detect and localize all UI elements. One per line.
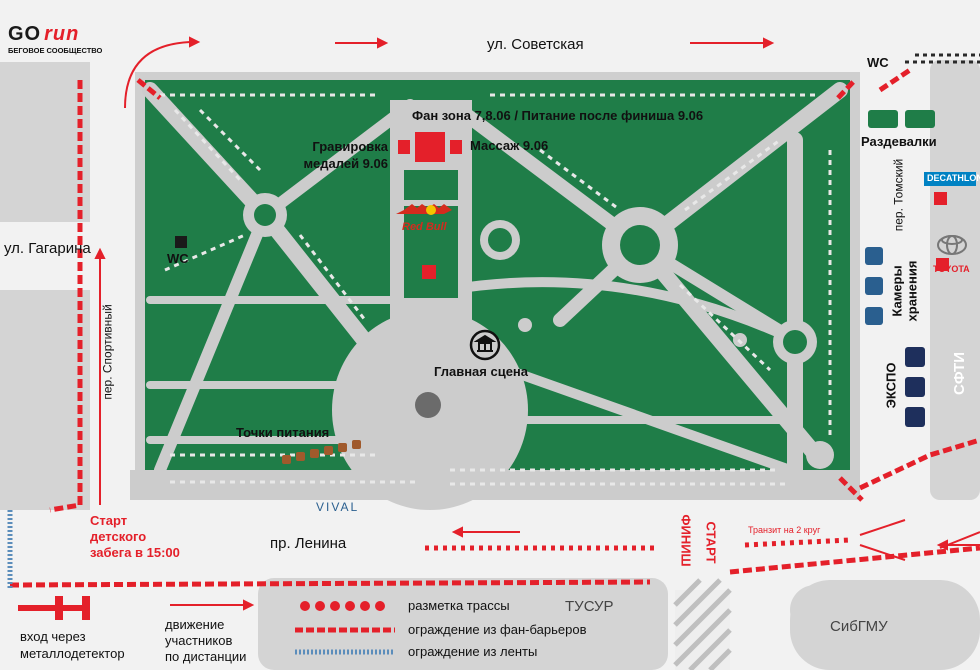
street-lenina: пр. Ленина: [270, 535, 347, 552]
brand-go: GO: [8, 23, 42, 45]
label-redbull: Red Bull: [402, 221, 447, 233]
roundabout-sse: [806, 441, 834, 469]
label-vival: VIVAL: [316, 500, 360, 514]
label-finish: ФИНИШ: [678, 514, 694, 567]
brand-tagline: БЕГОВОЕ СООБЩЕСТВО: [8, 46, 103, 55]
label-fan-zone: Фан зона 7,8.06 / Питание после финиша 9…: [412, 108, 704, 123]
legend-movement: движение участников по дистанции: [165, 617, 247, 664]
block-sfti: [930, 60, 980, 500]
label-sfti: СФТИ: [951, 351, 969, 396]
label-engraving-text: Гравировка медалей 9.06: [303, 139, 388, 171]
decathlon-logo: [924, 172, 976, 186]
park-paths: [142, 82, 848, 488]
legend-metal-detector-icon: [18, 596, 90, 620]
label-decathlon: DECATHLON: [927, 173, 980, 183]
street-sovetskaya: ул. Советская: [487, 36, 584, 53]
legend-metal-detector: вход через металлодетектор: [20, 629, 125, 661]
label-kids-start-text: Старт детского забега в 15:00: [90, 513, 180, 560]
label-toyota: TOYOTA: [933, 264, 970, 274]
museum-icon: [469, 329, 501, 361]
label-wc-east: WC: [867, 55, 889, 70]
stage-center-dot: [415, 392, 441, 418]
storage-icons: [865, 247, 883, 325]
route-markings: [425, 537, 851, 551]
changing-rooms-icons: [868, 110, 935, 128]
fan-barriers: [9, 67, 980, 588]
label-wc-park: WC: [167, 251, 189, 266]
label-engraving: Гравировка медалей 9.06: [300, 138, 388, 172]
legend-ribbon: ограждение из ленты: [408, 644, 538, 659]
block-west: [0, 62, 90, 222]
label-kids-start: Старт детского забега в 15:00: [90, 513, 180, 561]
redbull-point-icon: [422, 265, 436, 279]
label-storage: Камеры хранения: [889, 260, 920, 322]
expo-icons: [905, 347, 925, 427]
street-tomsky: пер. Томский: [891, 158, 906, 232]
label-food-points: Точки питания: [236, 425, 330, 440]
fountain: [488, 228, 512, 252]
legend-fan-barrier: ограждение из фан-барьеров: [408, 622, 587, 637]
redbull-logo: [396, 204, 452, 215]
small-circle-1: [518, 318, 532, 332]
block-west-lower: [0, 290, 90, 510]
legend-movement-arrow: [170, 599, 255, 611]
wc-park-icon: [175, 236, 187, 248]
direction-arrows: [94, 36, 980, 561]
massage-icon: [450, 140, 462, 154]
legend-route: разметка трассы: [408, 598, 510, 613]
label-main-stage: Главная сцена: [434, 364, 529, 379]
central-alley-lawn-mid: [404, 206, 458, 298]
brand-run: run: [44, 23, 80, 45]
food-points-icons: [282, 440, 361, 464]
crosswalk-stripes: [673, 578, 732, 670]
label-transit: Транзит на 2 круг: [748, 525, 821, 535]
label-expo: ЭКСПО: [883, 362, 899, 409]
label-tusur: ТУСУР: [565, 598, 614, 615]
roundabout-west-inner: [254, 204, 276, 226]
legend-route-dots: [300, 601, 385, 611]
engraving-icon: [398, 140, 410, 154]
label-massage: Массаж 9.06: [470, 138, 549, 153]
label-changing-rooms: Раздевалки: [861, 134, 937, 149]
label-start: СТАРТ: [703, 521, 719, 564]
wc-east-icons: [905, 53, 980, 64]
street-sportivny: пер. Спортивный: [100, 304, 115, 400]
block-sibgmu-round: [790, 585, 840, 635]
hedges: [160, 93, 832, 486]
block-tusur: [258, 578, 668, 670]
roundabout-se-inner: [783, 330, 807, 354]
toyota-point-icon: [936, 258, 949, 271]
toyota-logo: [937, 235, 967, 255]
roundabout-east-inner: [620, 225, 660, 265]
decathlon-point-icon: [934, 192, 947, 205]
street-gagarina: ул. Гагарина: [4, 240, 91, 257]
central-alley-lawn-top: [404, 170, 458, 200]
massage-tent-icon: [415, 132, 445, 162]
label-sibgmu: СибГМУ: [830, 618, 888, 635]
